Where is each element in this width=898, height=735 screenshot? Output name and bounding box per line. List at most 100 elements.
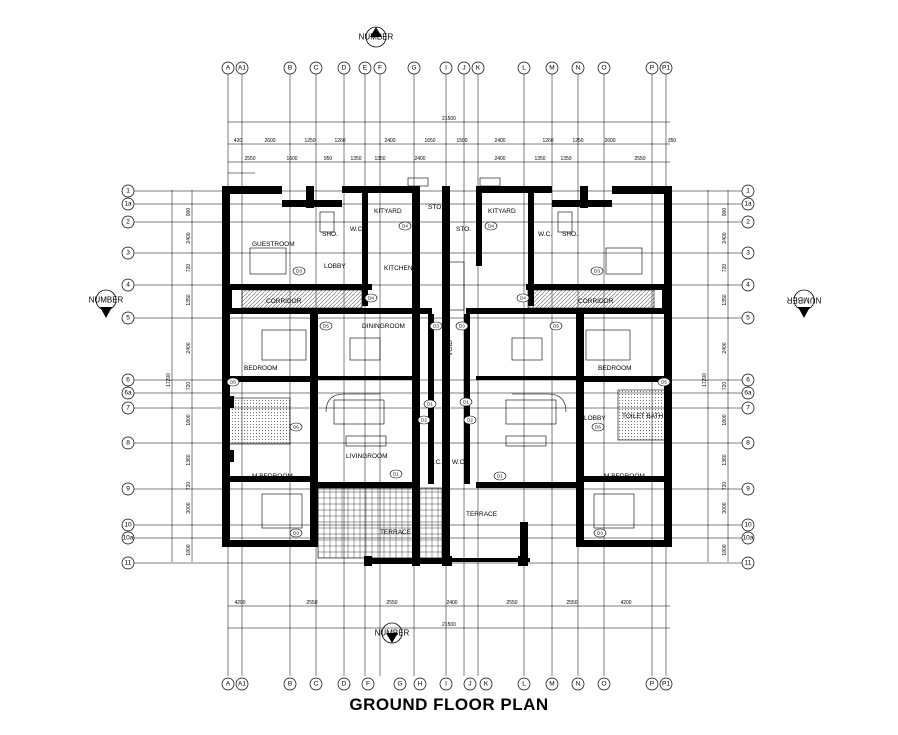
grid-bubble-right-label: 3: [746, 250, 750, 257]
dimension-label: 1350: [374, 156, 385, 162]
room-label: STO.: [456, 226, 471, 233]
dimension-label: 1800: [722, 544, 728, 555]
door-tag-outline: [484, 221, 498, 231]
dimension-label: 3000: [186, 502, 192, 513]
grid-bubble-left-circle: [121, 197, 135, 211]
grid-bubble-top-circle: [439, 61, 453, 75]
dimension-label: 1800: [722, 414, 728, 425]
grid-bubble-bottom-circle: [571, 677, 585, 691]
dimension-label: 1260: [542, 138, 553, 144]
dimension-label: 1500: [456, 138, 467, 144]
room-label: SHO.: [562, 231, 578, 238]
door-tag-label: D5: [323, 324, 329, 329]
room-label: CORRIDOR: [266, 298, 302, 305]
north-arrow-top: NUMBER: [359, 26, 394, 48]
dimension-label: 2550: [634, 156, 645, 162]
room-label: KITYARD: [374, 208, 402, 215]
door-tag-outline: [423, 399, 437, 409]
room-label: CORRIDOR: [578, 298, 614, 305]
grid-bubble-bottom-circle: [479, 677, 493, 691]
dimension-label: 2550: [306, 600, 317, 606]
grid-bubble-left-label: 1: [126, 188, 130, 195]
north-label-right: NUMBER: [786, 296, 821, 305]
grid-bubble-left-circle: [121, 556, 135, 570]
room-label: W.C.: [350, 226, 364, 233]
grid-bubble-left-label: 3: [126, 250, 130, 257]
grid-bubble-bottom-label: K: [484, 681, 489, 688]
dimension-label: 1350: [350, 156, 361, 162]
door-tag-label: D2: [421, 418, 427, 423]
door-tag-outline: [292, 266, 306, 276]
door-tag-label: D4: [520, 296, 526, 301]
door-tag-label: D5: [661, 380, 667, 385]
door-tag-outline: [289, 422, 303, 432]
grid-bubble-right-circle: [741, 311, 755, 325]
grid-bubble-right-circle: [741, 197, 755, 211]
grid-bubble-left-circle: [121, 386, 135, 400]
grid-bubble-right-label: 7: [746, 405, 750, 412]
grid-bubble-bottom-label: A1: [238, 681, 246, 688]
door-tag-label: D1: [427, 402, 433, 407]
dimension-label: 2600: [604, 138, 615, 144]
grid-bubble-right-label: 2: [746, 219, 750, 226]
grid-bubble-top-circle: [283, 61, 297, 75]
grid-bubble-left-label: 10a: [123, 535, 134, 542]
north-arrow-right: NUMBER: [786, 289, 821, 318]
grid-bubble-top-circle: [471, 61, 485, 75]
dimension-label: 1800: [186, 544, 192, 555]
door-tag-label: D5: [230, 380, 236, 385]
dimension-label: 2600: [264, 138, 275, 144]
grid-bubble-left-label: 10: [124, 522, 132, 529]
room-label: GUESTROOM: [252, 241, 295, 248]
door-tag-label: D4: [402, 224, 408, 229]
grid-bubble-top-circle: [659, 61, 673, 75]
grid-bubble-top-circle: [373, 61, 387, 75]
door-tag-label: D3: [296, 269, 302, 274]
room-label: M.BEDROOM: [604, 473, 645, 480]
dimension-lines: [171, 121, 729, 629]
grid-bubble-bottom-circle: [517, 677, 531, 691]
room-label: STO.: [428, 204, 443, 211]
room-label: W.C.: [452, 459, 466, 466]
dimension-label: 2400: [494, 156, 505, 162]
dimension-label: 21500: [442, 116, 456, 122]
dimension-label: 21500: [442, 622, 456, 628]
grid-bubble-bottom-label: N: [576, 681, 581, 688]
dimension-label: 3000: [722, 502, 728, 513]
door-tag-label: D1: [393, 472, 399, 477]
grid-bubble-bottom-label: C: [314, 681, 319, 688]
grid-bubble-left-circle: [121, 278, 135, 292]
room-label: TERRACE: [380, 529, 412, 536]
walls: [222, 186, 672, 566]
dimension-label: 2400: [414, 156, 425, 162]
grid-bubble-left-label: 4: [126, 282, 130, 289]
grid-bubble-top-label: L: [522, 65, 526, 72]
grid-bubble-bottom-label: H: [418, 681, 423, 688]
grid-bubble-left-label: 7: [126, 405, 130, 412]
grid-bubble-left-label: 8: [126, 440, 130, 447]
dimension-label: 1650: [424, 138, 435, 144]
grid-bubble-bottom-circle: [393, 677, 407, 691]
grid-bubble-top-circle: [407, 61, 421, 75]
grid-bubble-right-circle: [741, 518, 755, 532]
grid-bubble-left-circle: [121, 531, 135, 545]
grid-bubble-top-circle: [221, 61, 235, 75]
grid-bubble-right-circle: [741, 246, 755, 260]
door-tag-outline: [459, 397, 473, 407]
door-tag-label: D3: [594, 269, 600, 274]
door-tag-outline: [493, 471, 507, 481]
dimension-label: 900: [186, 208, 192, 217]
grid-bubble-right-label: 11: [745, 560, 752, 567]
grid-bubble-right-circle: [741, 373, 755, 387]
grid-bubble-right-label: 4: [746, 282, 750, 289]
grid-bubble-bottom-circle: [439, 677, 453, 691]
grid-bubble-bottom-label: I: [445, 681, 447, 688]
grid-bubble-right-circle: [741, 386, 755, 400]
grid-bubble-top-label: A1: [238, 65, 246, 72]
dimension-label: 1250: [304, 138, 315, 144]
grid-bubble-top-circle: [545, 61, 559, 75]
door-tag-label: D4: [488, 224, 494, 229]
door-tag-outline: [226, 377, 240, 387]
